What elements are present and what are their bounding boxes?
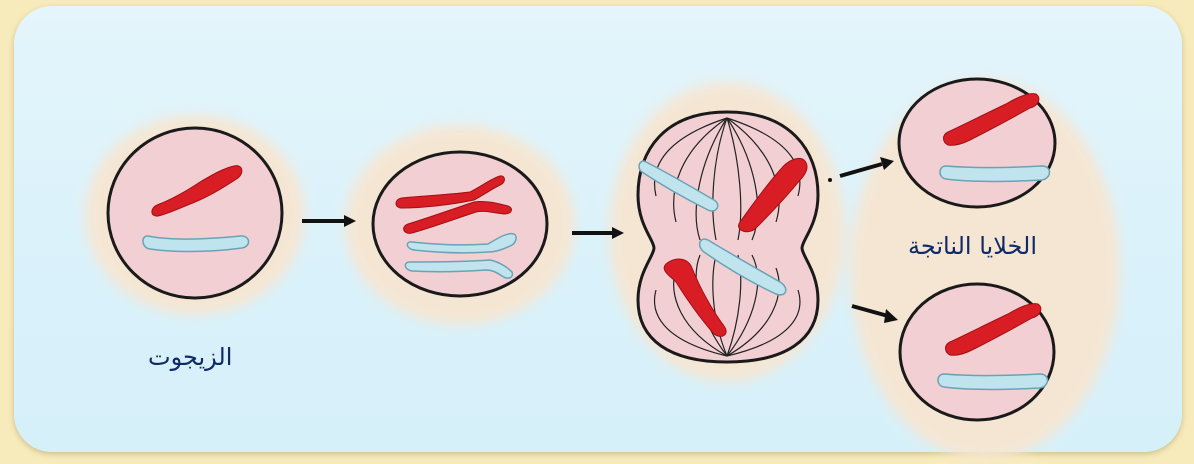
dividing-cell bbox=[638, 112, 818, 362]
paternal-chromosome bbox=[143, 236, 249, 252]
zygote-label: الزيجوت bbox=[148, 343, 232, 371]
zygote-cell bbox=[108, 128, 282, 298]
replicated-cell bbox=[373, 152, 547, 296]
daughter-cells-label: الخلايا الناتجة bbox=[908, 232, 1037, 260]
daughter-cell-top bbox=[899, 79, 1055, 207]
daughter-cell-bottom bbox=[900, 284, 1054, 420]
